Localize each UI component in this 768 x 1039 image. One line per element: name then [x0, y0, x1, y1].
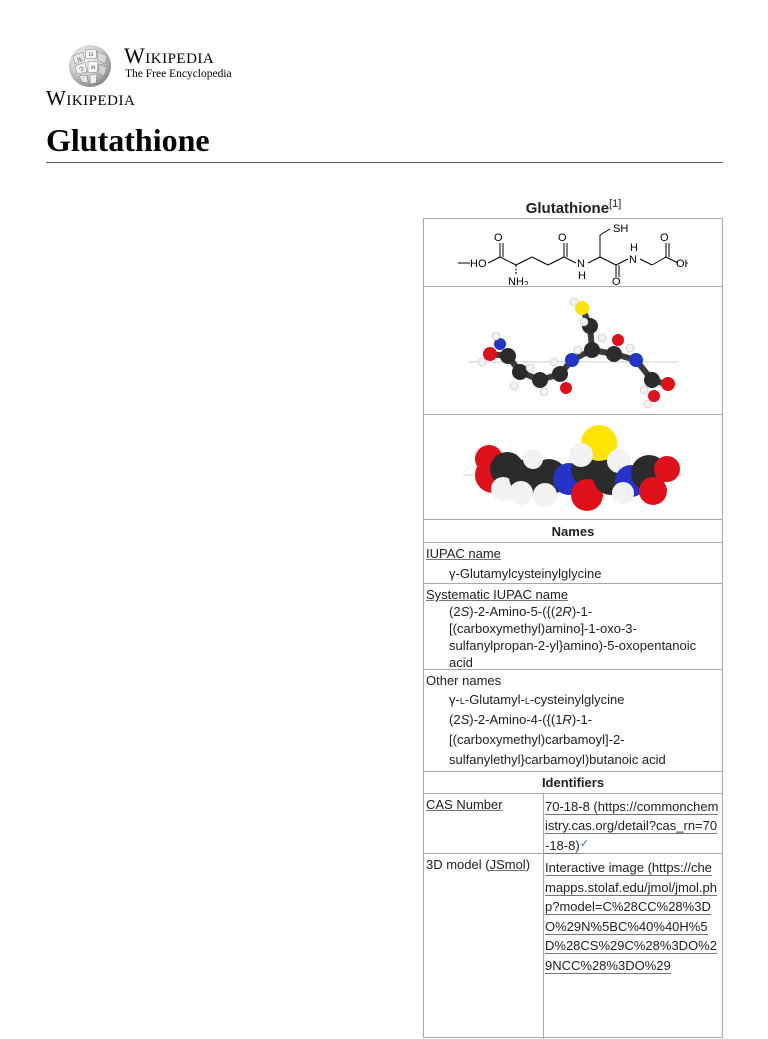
space-filling-model-image[interactable]	[463, 419, 683, 515]
systematic-name-row: Systematic IUPAC name (2S)-2-Amino-5-({(…	[424, 584, 722, 670]
3d-model-row: 3D model (JSmol) Interactive image (http…	[424, 854, 722, 1039]
systematic-name-part: (2	[449, 604, 461, 619]
wordmark-title: Wikipedia	[124, 43, 215, 68]
o-label-4: O	[612, 276, 621, 285]
infobox-caption: Glutathione[1]	[424, 192, 723, 221]
other-names-label: Other names	[426, 673, 502, 688]
n-label-2: N	[629, 254, 637, 266]
page-title: Glutathione	[46, 122, 210, 158]
skeletal-formula-image[interactable]: SH O O O O HO OH N H N H NH2	[458, 221, 688, 285]
wordmark-tagline: The Free Encyclopedia	[125, 68, 232, 80]
other-name-part: γ-	[449, 692, 460, 707]
column-divider	[543, 854, 544, 1039]
svg-text:И: И	[91, 65, 96, 71]
h-label-1: H	[578, 270, 586, 282]
ball-and-stick-model-image[interactable]	[468, 292, 678, 410]
systematic-name-value: (2S)-2-Amino-5-({(2R)-1-[(carboxymethyl)…	[449, 603, 717, 671]
o-label-3: O	[660, 232, 669, 244]
systematic-name-stereo-r: R	[562, 604, 572, 619]
iupac-name-row: IUPAC name γ-Glutamylcysteinylglycine	[424, 543, 722, 584]
cas-number-value: 70-18-8 (https://commonchemistry.cas.org…	[545, 797, 719, 855]
sh-label: SH	[613, 223, 628, 235]
other-name-stereo-r: R	[562, 712, 572, 727]
space-filling-cell	[424, 415, 722, 520]
nh2-subscript: 2	[524, 280, 529, 285]
3d-model-value: Interactive image (https://chemapps.stol…	[545, 858, 719, 975]
iupac-name-label[interactable]: IUPAC name	[426, 546, 501, 561]
other-name-1: γ-l-Glutamyl-l-cysteinylglycine	[449, 691, 716, 708]
svg-text:Ω: Ω	[89, 52, 93, 58]
nh2-label: NH2	[508, 276, 529, 285]
other-names-row: Other names γ-l-Glutamyl-l-cysteinylglyc…	[424, 670, 722, 772]
other-name-2-line-3: sulfanylethyl}carbamoyl)butanoic acid	[449, 752, 666, 767]
systematic-name-part: )-1-[(carboxymethyl)amino]-1-oxo-3-sulfa…	[449, 604, 697, 670]
other-name-part: )-2-Amino-4-({(1	[469, 712, 563, 727]
chembox-infobox: SH O O O O HO OH N H N H NH2	[423, 218, 723, 1039]
oh-label: OH	[676, 258, 688, 270]
site-name[interactable]: Wikipedia	[46, 86, 136, 110]
other-name-l-prefix: l	[459, 692, 465, 707]
svg-text:ウ: ウ	[79, 66, 84, 73]
other-name-part: )-1-	[571, 712, 593, 727]
cas-number-row: CAS Number 70-18-8 (https://commonchemis…	[424, 794, 722, 854]
other-name-2-line-1: (2S)-2-Amino-4-({(1R)-1-	[449, 711, 716, 728]
other-name-part: (2	[449, 712, 461, 727]
nh2-label-text: NH	[508, 276, 524, 285]
reference-link[interactable]: [1]	[609, 198, 622, 210]
identifiers-section-header: Identifiers	[424, 772, 722, 794]
h-label-2: H	[630, 242, 638, 254]
jsmol-link[interactable]: JSmol	[489, 857, 526, 872]
skeletal-formula-cell: SH O O O O HO OH N H N H NH2	[424, 219, 722, 287]
ho-label: HO	[470, 258, 487, 270]
column-divider	[543, 794, 544, 853]
verified-check-icon: ✓	[579, 838, 589, 850]
other-name-2-line-2: [(carboxymethyl)carbamoyl]-2-	[449, 732, 625, 747]
infobox-caption-text: Glutathione	[525, 200, 610, 217]
3d-model-label-text: )	[525, 857, 531, 872]
other-name-part: -cysteinylglycine	[529, 692, 625, 707]
cas-number-label[interactable]: CAS Number	[426, 797, 503, 812]
ball-and-stick-cell	[424, 287, 722, 415]
3d-model-label: 3D model (JSmol)	[426, 856, 540, 873]
systematic-name-label[interactable]: Systematic IUPAC name	[426, 587, 569, 602]
wikipedia-wordmark[interactable]: Wikipedia The Free Encyclopedia	[124, 44, 232, 81]
iupac-name-value: γ-Glutamylcysteinylglycine	[449, 566, 602, 581]
o-label-1: O	[494, 232, 503, 244]
other-name-l-prefix: l	[524, 692, 530, 707]
svg-text:W: W	[77, 57, 83, 63]
3d-model-label-text: 3D model (	[426, 857, 490, 872]
systematic-name-part: )-2-Amino-5-({(2	[469, 604, 563, 619]
wikipedia-globe-logo[interactable]: W Ω И ウ	[65, 42, 115, 88]
title-divider	[46, 162, 723, 163]
systematic-name-stereo-s: S	[460, 604, 470, 619]
names-section-header: Names	[424, 520, 722, 543]
other-name-stereo-s: S	[460, 712, 470, 727]
other-name-part: -Glutamyl-	[464, 692, 525, 707]
n-label-1: N	[577, 258, 585, 270]
interactive-image-link[interactable]: Interactive image (https://chemapps.stol…	[545, 860, 717, 974]
cas-number-link[interactable]: 70-18-8 (https://commonchemistry.cas.org…	[545, 799, 719, 854]
o-label-2: O	[558, 232, 567, 244]
